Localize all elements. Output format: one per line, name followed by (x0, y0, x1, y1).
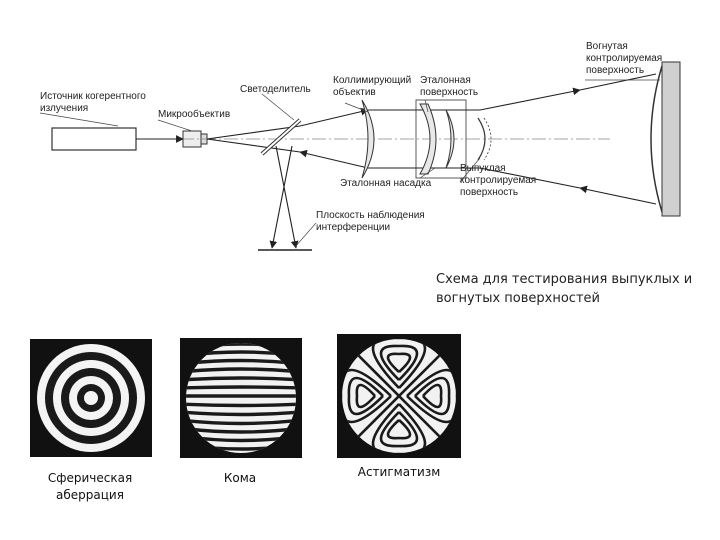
label-astigmatism: Астигматизм (328, 464, 470, 481)
figure-caption: Схема для тестирования выпуклых и вогнут… (436, 270, 716, 308)
caption-line-1: Схема для тестирования выпуклых и (436, 272, 693, 287)
label-attachment: Эталонная насадка (340, 178, 432, 189)
label-coma: Кома (170, 470, 310, 487)
interferogram-astigmatism (337, 334, 461, 458)
caption-line-2: вогнутых поверхностей (436, 291, 600, 306)
label-concave-1: Вогнутая (586, 41, 628, 52)
collimating-lens (361, 99, 375, 179)
label-concave-2: контролируемая (586, 53, 662, 64)
label-plane-2: интерференции (316, 221, 390, 233)
label-concave-3: поверхность (586, 65, 644, 76)
label-convex-3: поверхность (460, 187, 518, 198)
label-beamsplitter: Светоделитель (240, 84, 311, 95)
leader-lines (39, 79, 660, 248)
optical-test-scheme: Источник когерентного излучения Микрообъ… (39, 41, 681, 251)
interferogram-spherical (30, 339, 152, 457)
laser-source (51, 127, 137, 151)
convex-test-surface (477, 117, 486, 161)
label-spherical-2: аберрация (56, 488, 124, 502)
label-astigmatism-1: Астигматизм (357, 465, 441, 479)
label-source-2: излучения (40, 103, 88, 114)
label-coma-1: Кома (223, 471, 257, 485)
label-source-1: Источник когерентного (40, 91, 146, 102)
label-spherical-1: Сферическая (47, 471, 133, 485)
label-reference-2: поверхность (420, 87, 478, 98)
scheme-labels: Источник когерентного излучения Микрообъ… (40, 41, 662, 233)
interferogram-coma (180, 338, 302, 458)
label-reference-1: Эталонная (420, 75, 471, 86)
label-convex-1: Выпуклая (460, 163, 506, 174)
reference-attachment (415, 99, 467, 179)
label-collimator-2: объектив (333, 86, 376, 98)
label-spherical: Сферическая аберрация (20, 470, 160, 504)
concave-test-surface (650, 61, 681, 217)
ray-paths (136, 73, 657, 249)
label-convex-2: контролируемая (460, 175, 536, 186)
label-plane-1: Плоскость наблюдения (316, 209, 425, 221)
label-collimator-1: Коллимирующий (333, 75, 411, 86)
label-microobjective: Микрообъектив (158, 108, 230, 120)
